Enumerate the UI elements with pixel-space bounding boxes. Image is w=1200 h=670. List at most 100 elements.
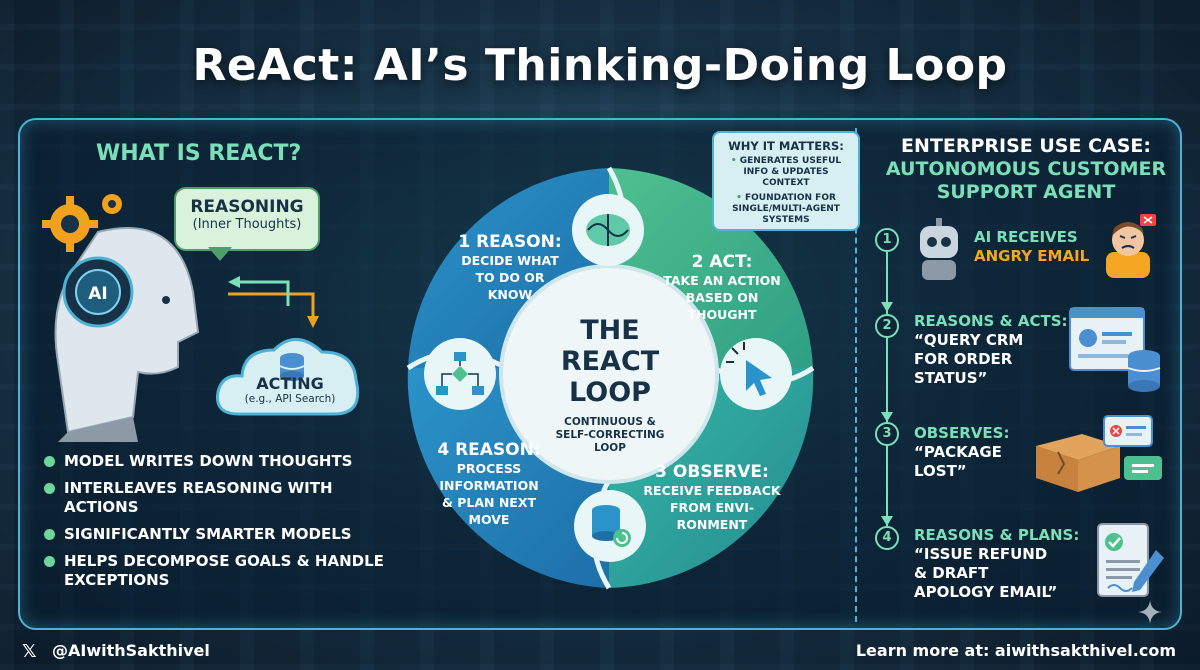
center-sub-2: SELF-CORRECTING <box>555 429 665 441</box>
case-step-2-detail-2: FOR ORDER <box>914 350 1013 368</box>
gear-small-icon <box>102 194 122 214</box>
step-1-num: 1 <box>458 232 471 252</box>
step-4-label: 4 REASON: PROCESS INFORMATION & PLAN NEX… <box>420 440 558 528</box>
step-4-desc-4: MOVE <box>468 512 510 527</box>
enterprise-title-1: ENTERPRISE USE CASE: <box>901 135 1151 157</box>
case-step-1-detail: ANGRY EMAIL <box>974 247 1090 265</box>
center-title-3: LOOP <box>569 377 651 408</box>
step-1-desc-1: DECIDE WHAT <box>461 253 559 268</box>
cloud-icon <box>215 338 360 416</box>
why-title: WHY IT MATTERS: <box>728 139 844 153</box>
case-step-1-text: AI RECEIVES ANGRY EMAIL <box>974 228 1089 266</box>
center-sub-3: LOOP <box>594 442 626 454</box>
what-is-react-heading: WHAT IS REACT? <box>96 141 302 166</box>
center-title-1: THE <box>580 315 640 346</box>
case-step-4-head: REASONS & PLANS: <box>914 526 1080 544</box>
loop-segment-reason <box>408 168 609 368</box>
step-2-head: ACT: <box>709 252 753 272</box>
loop-segment-observe <box>609 368 814 588</box>
case-step-4-detail-1: “ISSUE REFUND <box>914 545 1048 563</box>
step-3-label: 3 OBSERVE: RECEIVE FEEDBACK FROM ENVI- R… <box>636 462 788 533</box>
document-check-icon <box>1097 523 1164 597</box>
step-1-label: 1 REASON: DECIDE WHAT TO DO OR KNOW <box>446 232 574 303</box>
step-1-desc-2: TO DO OR <box>475 270 545 285</box>
website-link[interactable]: Learn more at: aiwithsakthivel.com <box>855 641 1176 660</box>
robot-icon <box>920 218 958 280</box>
case-step-2-head: REASONS & ACTS: <box>914 312 1068 330</box>
case-step-4-detail-2: & DRAFT <box>914 564 989 582</box>
case-step-3-text: OBSERVES: “PACKAGE LOST” <box>914 424 1009 481</box>
step-2-desc-3: THOUGHT <box>687 307 757 322</box>
step-2-num: 2 <box>691 252 704 272</box>
case-step-4-num: 4 <box>875 526 899 550</box>
flowchart-icon <box>424 338 496 410</box>
list-item: MODEL WRITES DOWN THOUGHTS <box>42 452 387 471</box>
damaged-package-icon <box>1036 415 1162 492</box>
cycle-arrows-icon <box>228 276 319 328</box>
step-4-desc-1: PROCESS <box>456 461 522 476</box>
robot-head-icon: AI <box>42 194 200 442</box>
step-4-desc-2: INFORMATION <box>439 478 539 493</box>
enterprise-title-2: AUTONOMOUS CUSTOMER <box>885 158 1167 180</box>
case-step-3-detail-1: “PACKAGE <box>914 443 1002 461</box>
list-item: INTERLEAVES REASONING WITH ACTIONS <box>42 479 387 517</box>
list-item: FOUNDATION FOR SINGLE/MULTI-AGENT SYSTEM… <box>720 193 852 226</box>
case-step-3-num: 3 <box>875 422 899 446</box>
sparkle-icon <box>1138 600 1162 624</box>
react-bullet-list: MODEL WRITES DOWN THOUGHTS INTERLEAVES R… <box>42 452 387 598</box>
timeline-line <box>886 252 888 314</box>
cursor-click-icon <box>720 338 792 410</box>
bubble-tail <box>208 247 232 261</box>
step-2-desc-1: TAKE AN ACTION <box>663 273 781 288</box>
case-step-3-head: OBSERVES: <box>914 424 1010 442</box>
case-step-2-text: REASONS & ACTS: “QUERY CRM FOR ORDER STA… <box>914 312 1068 388</box>
step-2-desc-2: BASED ON <box>685 290 759 305</box>
step-3-num: 3 <box>655 462 667 482</box>
x-logo-icon[interactable]: 𝕏 <box>22 641 37 662</box>
timeline-line <box>886 338 888 424</box>
case-step-2-detail-1: “QUERY CRM <box>914 331 1024 349</box>
list-item: GENERATES USEFUL INFO & UPDATES CONTEXT <box>720 156 852 189</box>
robot-badge-text: AI <box>88 284 107 304</box>
timeline-arrowheads <box>881 302 893 526</box>
brain-icon <box>572 194 644 266</box>
reasoning-label: REASONING <box>190 197 304 217</box>
step-3-head: OBSERVE: <box>672 462 769 482</box>
gear-icon <box>42 196 98 252</box>
acting-sub: (e.g., API Search) <box>244 393 336 405</box>
case-step-2-num: 2 <box>875 314 899 338</box>
crm-database-icon <box>1069 307 1161 392</box>
timeline-line <box>886 446 888 526</box>
enterprise-title: ENTERPRISE USE CASE: AUTONOMOUS CUSTOMER… <box>868 135 1184 204</box>
center-title-2: REACT <box>560 346 660 377</box>
case-step-4-text: REASONS & PLANS: “ISSUE REFUND & DRAFT A… <box>914 526 1079 602</box>
step-2-label: 2 ACT: TAKE AN ACTION BASED ON THOUGHT <box>648 252 796 323</box>
loop-segment-act <box>609 168 813 368</box>
social-handle-link[interactable]: @AIwithSakthivel <box>52 641 210 660</box>
reasoning-sub: (Inner Thoughts) <box>192 217 302 232</box>
step-4-num: 4 <box>437 440 450 460</box>
step-4-desc-3: & PLAN NEXT <box>441 495 537 510</box>
angry-customer-icon <box>1106 214 1156 278</box>
step-4-head: REASON: <box>455 440 541 460</box>
case-step-3-detail-2: LOST” <box>914 462 967 480</box>
acting-label-group: ACTING (e.g., API Search) <box>230 374 350 405</box>
case-step-4-detail-3: APOLOGY EMAIL” <box>914 583 1058 601</box>
center-sub-1: CONTINUOUS & <box>564 416 656 428</box>
step-3-desc-1: RECEIVE FEEDBACK <box>643 483 781 498</box>
loop-segment-plan <box>407 368 609 588</box>
list-item: HELPS DECOMPOSE GOALS & HANDLE EXCEPTION… <box>42 552 387 590</box>
case-step-1-head: AI RECEIVES <box>974 228 1078 246</box>
acting-label: ACTING <box>256 374 324 393</box>
case-step-2-detail-3: STATUS” <box>914 369 988 387</box>
list-item: SIGNIFICANTLY SMARTER MODELS <box>42 525 387 544</box>
step-3-desc-3: RONMENT <box>676 517 748 532</box>
reasoning-bubble: REASONING (Inner Thoughts) <box>174 187 320 251</box>
enterprise-title-3: SUPPORT AGENT <box>936 181 1116 203</box>
why-it-matters-box: WHY IT MATTERS: GENERATES USEFUL INFO & … <box>712 131 860 231</box>
step-1-head: REASON: <box>476 232 562 252</box>
step-1-desc-3: KNOW <box>487 287 533 302</box>
loop-center-title: THE REACT LOOP CONTINUOUS & SELF-CORRECT… <box>530 315 690 455</box>
panel-divider <box>855 128 857 622</box>
page-title: ReAct: AI’s Thinking-Doing Loop <box>192 40 1008 91</box>
